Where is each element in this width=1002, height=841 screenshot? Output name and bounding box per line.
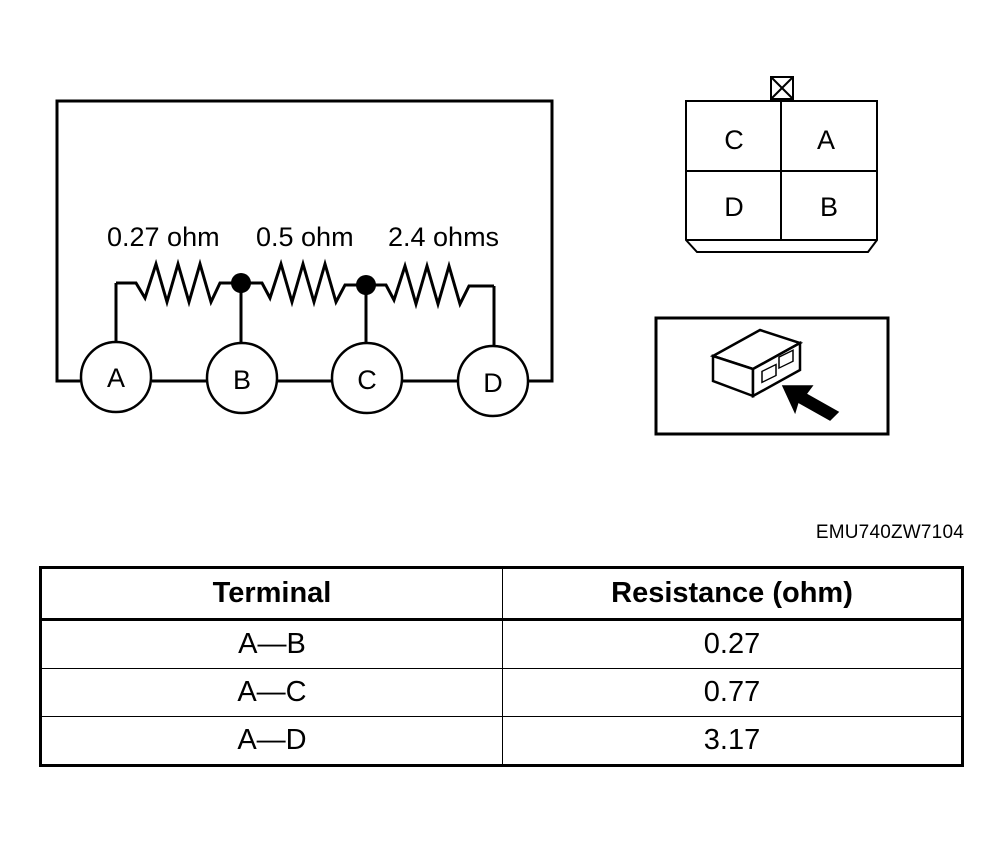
circuit-diagram: 0.27 ohm 0.5 ohm 2.4 ohms A B C D C A D … (55, 76, 890, 436)
terminal-b-label: B (233, 365, 251, 395)
resistor-1 (116, 258, 241, 308)
terminal-a-label: A (107, 363, 125, 393)
terminal-c: C (330, 341, 404, 415)
connector-pin-bottom-left: D (724, 192, 744, 222)
cell-resistance: 0.77 (502, 668, 963, 717)
terminal-d: D (456, 344, 530, 418)
connector-block-icon (709, 328, 804, 399)
cell-resistance: 0.27 (502, 619, 963, 669)
outer-loop-wire (55, 99, 554, 383)
resistor-1-label: 0.27 ohm (107, 222, 220, 252)
cell-terminal: A—C (40, 668, 503, 717)
junction-node-b (231, 273, 251, 293)
connector-view-inset (654, 316, 890, 436)
terminal-c-label: C (357, 365, 377, 395)
connector-face: C A D B (685, 76, 878, 253)
connector-lock-icon (770, 76, 794, 100)
terminal-d-label: D (483, 368, 503, 398)
cell-resistance: 3.17 (502, 716, 963, 766)
resistor-2-label: 0.5 ohm (256, 222, 354, 252)
terminal-b: B (205, 341, 279, 415)
table-row: A—B 0.27 (40, 619, 963, 669)
resistor-3 (366, 260, 494, 310)
connector-pin-top-left: C (724, 125, 744, 155)
resistor-3-label: 2.4 ohms (388, 222, 499, 252)
cell-terminal: A—D (40, 716, 503, 766)
terminal-a: A (79, 340, 153, 414)
junction-node-c (356, 275, 376, 295)
table-header-row: Terminal Resistance (ohm) (40, 567, 963, 621)
header-terminal: Terminal (40, 567, 503, 621)
table-row: A—D 3.17 (40, 716, 963, 766)
table-row: A—C 0.77 (40, 668, 963, 717)
figure-code: EMU740ZW7104 (815, 522, 964, 543)
cell-terminal: A—B (40, 619, 503, 669)
header-resistance: Resistance (ohm) (502, 567, 963, 621)
arrow-icon (781, 385, 840, 421)
connector-pin-top-right: A (817, 125, 835, 155)
resistor-2 (241, 258, 366, 308)
connector-pin-bottom-right: B (820, 192, 838, 222)
resistance-table: Terminal Resistance (ohm) A—B 0.27 A—C 0… (39, 566, 964, 767)
